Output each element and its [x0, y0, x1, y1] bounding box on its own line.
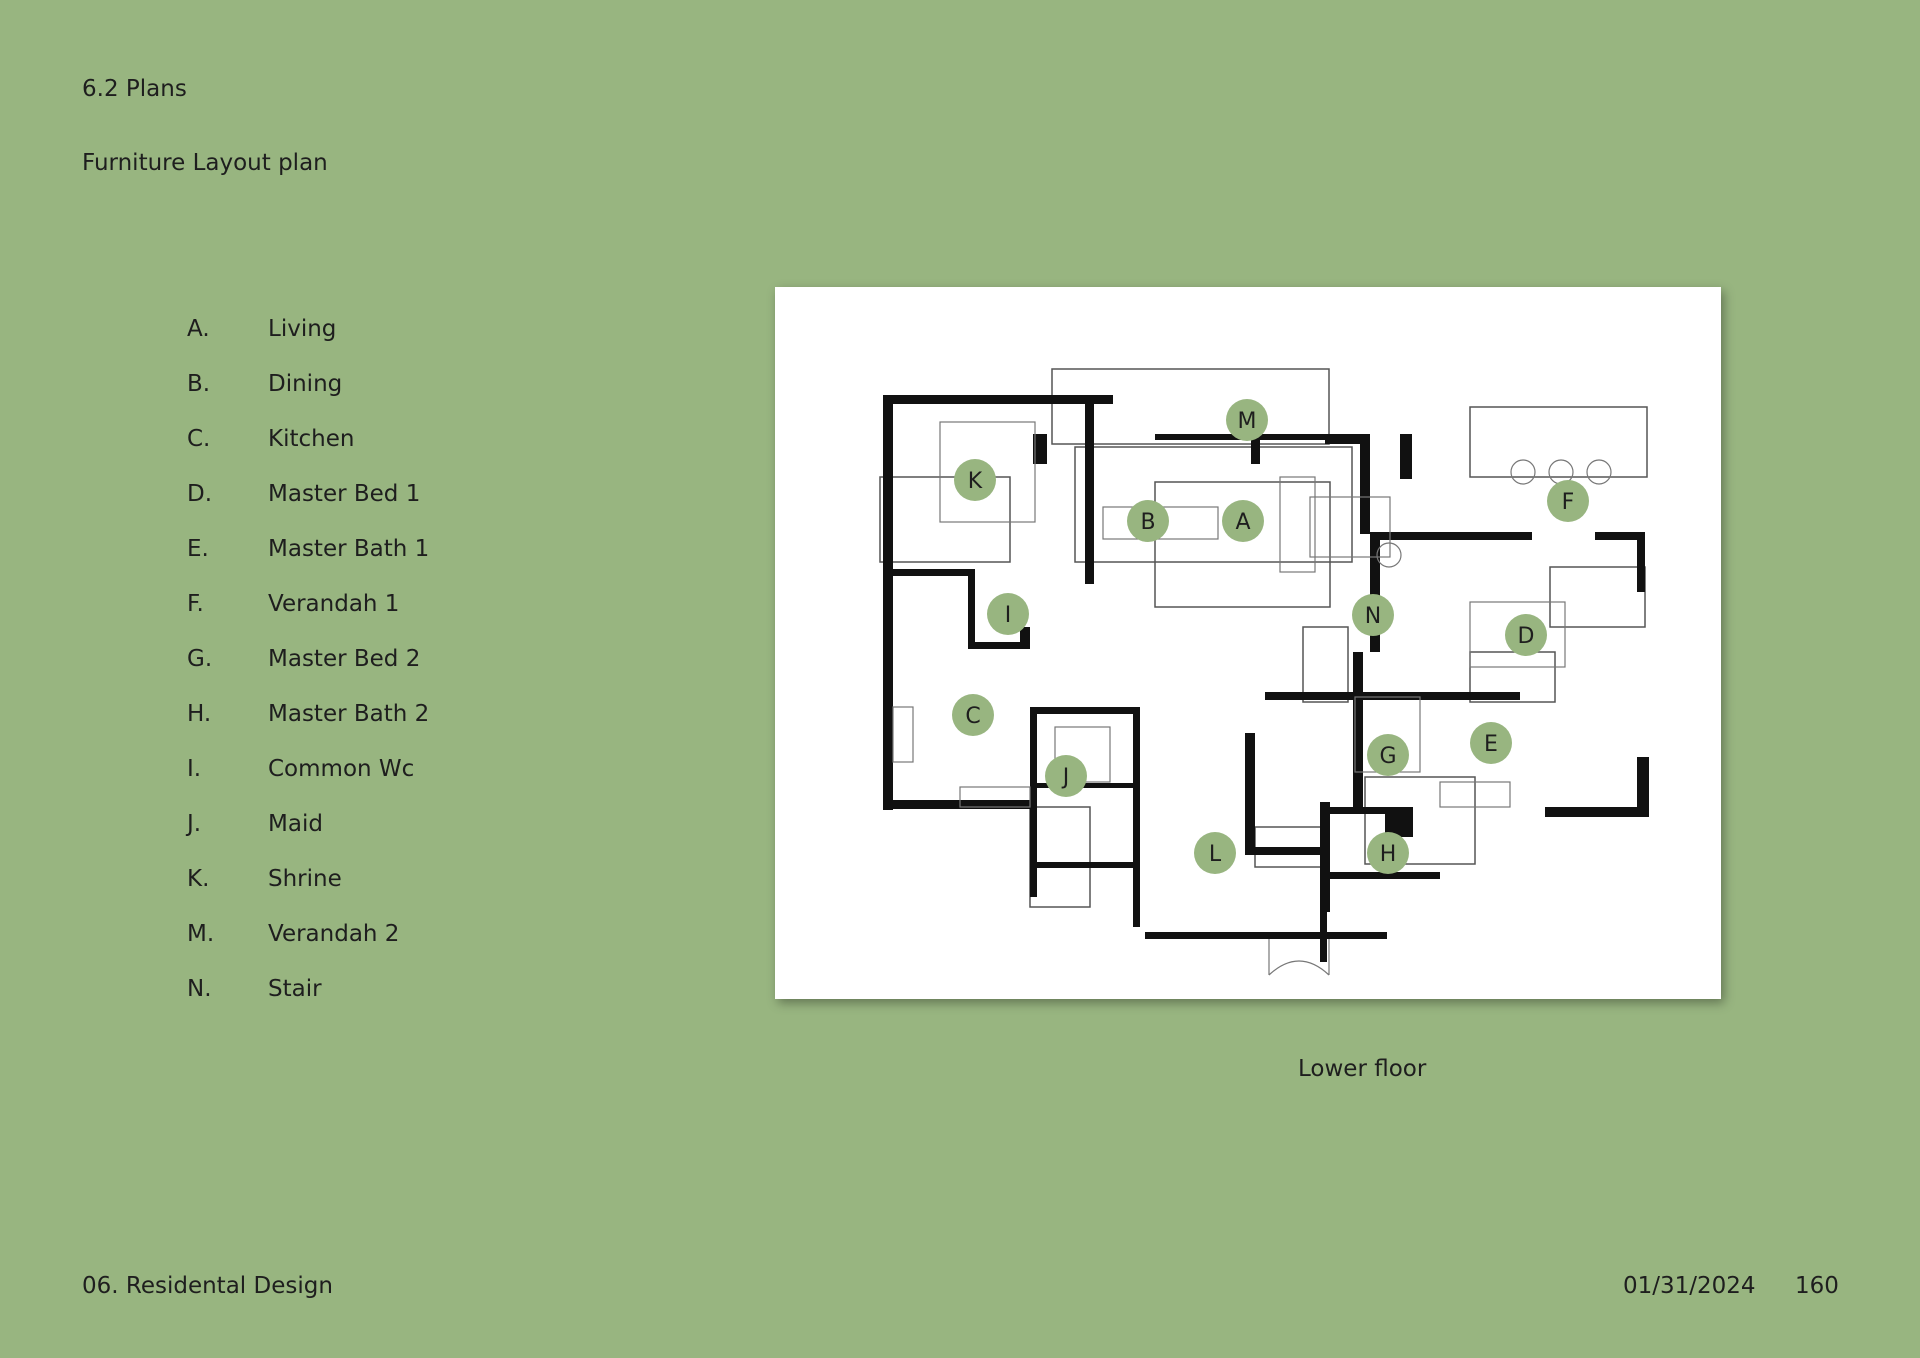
room-marker-label: I — [1005, 603, 1012, 628]
room-markers: A B C D E F G H I J K L M — [952, 399, 1589, 874]
legend-item: H. Master Bath 2 — [187, 701, 429, 756]
legend-item: J. Maid — [187, 811, 429, 866]
legend-letter: J. — [187, 811, 202, 837]
plan-caption: Lower floor — [1298, 1056, 1427, 1082]
section-label: 6.2 Plans — [82, 76, 187, 102]
page-title: Furniture Layout plan — [82, 150, 328, 176]
legend-room: Master Bed 2 — [268, 646, 421, 672]
legend-room: Maid — [268, 811, 323, 837]
legend-item: N. Stair — [187, 976, 429, 1031]
legend-room: Living — [268, 316, 337, 342]
room-marker-label: E — [1484, 732, 1498, 757]
plan-furniture — [892, 421, 1612, 808]
floor-plan-drawing: A B C D E F G H I J K L M — [879, 368, 1649, 976]
room-marker — [1505, 614, 1547, 656]
legend-item: D. Master Bed 1 — [187, 481, 429, 536]
room-marker-label: H — [1380, 842, 1397, 867]
legend-room: Stair — [268, 976, 322, 1002]
room-marker-label: M — [1238, 409, 1257, 434]
room-marker-label: J — [1061, 765, 1070, 790]
legend-item: B. Dining — [187, 371, 429, 426]
room-marker-label: A — [1235, 510, 1250, 535]
room-legend: A. Living B. Dining C. Kitchen D. Master Bed… — [187, 316, 429, 1031]
footer-date: 01/31/2024 — [1623, 1273, 1756, 1299]
legend-room: Master Bath 1 — [268, 536, 430, 562]
room-marker — [954, 459, 996, 501]
room-marker-label: G — [1379, 744, 1396, 769]
legend-item: M. Verandah 2 — [187, 921, 429, 976]
floor-plan-card: A B C D E F G H I J K L M — [775, 287, 1721, 999]
room-marker — [1045, 755, 1087, 797]
legend-item: G. Master Bed 2 — [187, 646, 429, 701]
legend-item: C. Kitchen — [187, 426, 429, 481]
legend-room: Kitchen — [268, 426, 355, 452]
legend-item: I. Common Wc — [187, 756, 429, 811]
room-marker — [1470, 722, 1512, 764]
legend-room: Verandah 1 — [268, 591, 400, 617]
room-marker-label: B — [1140, 510, 1155, 535]
legend-letter: H. — [187, 701, 212, 727]
legend-letter: I. — [187, 756, 202, 782]
legend-room: Master Bath 2 — [268, 701, 430, 727]
page-number: 160 — [1795, 1273, 1839, 1299]
legend-letter: D. — [187, 481, 213, 507]
legend-letter: E. — [187, 536, 209, 562]
room-marker-label: N — [1365, 604, 1381, 629]
entrance-doors — [1268, 939, 1330, 976]
legend-letter: G. — [187, 646, 213, 672]
legend-letter: M. — [187, 921, 215, 947]
legend-letter: A. — [187, 316, 210, 342]
legend-room: Verandah 2 — [268, 921, 400, 947]
room-marker — [1367, 832, 1409, 874]
legend-room: Dining — [268, 371, 343, 397]
legend-room: Common Wc — [268, 756, 415, 782]
legend-room: Master Bed 1 — [268, 481, 421, 507]
room-marker-label: L — [1209, 842, 1222, 867]
room-marker — [1547, 480, 1589, 522]
room-marker-label: K — [968, 469, 983, 494]
room-marker — [1222, 500, 1264, 542]
legend-letter: K. — [187, 866, 210, 892]
legend-room: Shrine — [268, 866, 342, 892]
room-marker — [1127, 500, 1169, 542]
room-marker — [1194, 832, 1236, 874]
legend-item: K. Shrine — [187, 866, 429, 921]
legend-letter: F. — [187, 591, 204, 617]
footer-chapter: 06. Residental Design — [82, 1273, 333, 1299]
legend-item: A. Living — [187, 316, 429, 371]
legend-letter: N. — [187, 976, 212, 1002]
room-marker-label: C — [965, 704, 980, 729]
room-marker — [1226, 399, 1268, 441]
legend-item: F. Verandah 1 — [187, 591, 429, 646]
plan-walls — [883, 395, 1649, 962]
room-marker — [1352, 594, 1394, 636]
legend-item: E. Master Bath 1 — [187, 536, 429, 591]
room-marker — [987, 593, 1029, 635]
legend-letter: C. — [187, 426, 211, 452]
legend-letter: B. — [187, 371, 211, 397]
room-marker-label: F — [1562, 490, 1575, 515]
room-marker — [1367, 734, 1409, 776]
room-marker — [952, 694, 994, 736]
room-marker-label: D — [1518, 624, 1535, 649]
